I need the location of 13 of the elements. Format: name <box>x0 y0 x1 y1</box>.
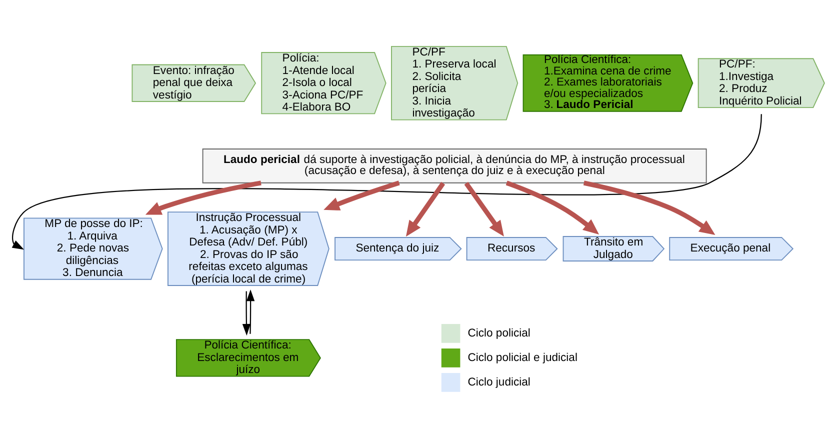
arrow <box>242 290 251 336</box>
node-box: Laudo pericial dá suporte à investigação policial, à denúncia do MP, à instrução processual (acusação e defesa), à sentença do juiz e à execução penal <box>202 148 707 183</box>
arrow <box>12 114 762 250</box>
arrow <box>145 180 262 214</box>
arrow <box>506 180 600 234</box>
arrow <box>406 181 446 236</box>
arrow <box>583 180 716 234</box>
arrow <box>464 181 504 236</box>
legend-label: Ciclo judicial <box>468 376 530 388</box>
legend-label: Ciclo policial <box>468 326 530 339</box>
legend-label: Ciclo policial e judicial <box>468 351 578 364</box>
arrow <box>324 180 400 210</box>
arrow <box>246 288 255 334</box>
